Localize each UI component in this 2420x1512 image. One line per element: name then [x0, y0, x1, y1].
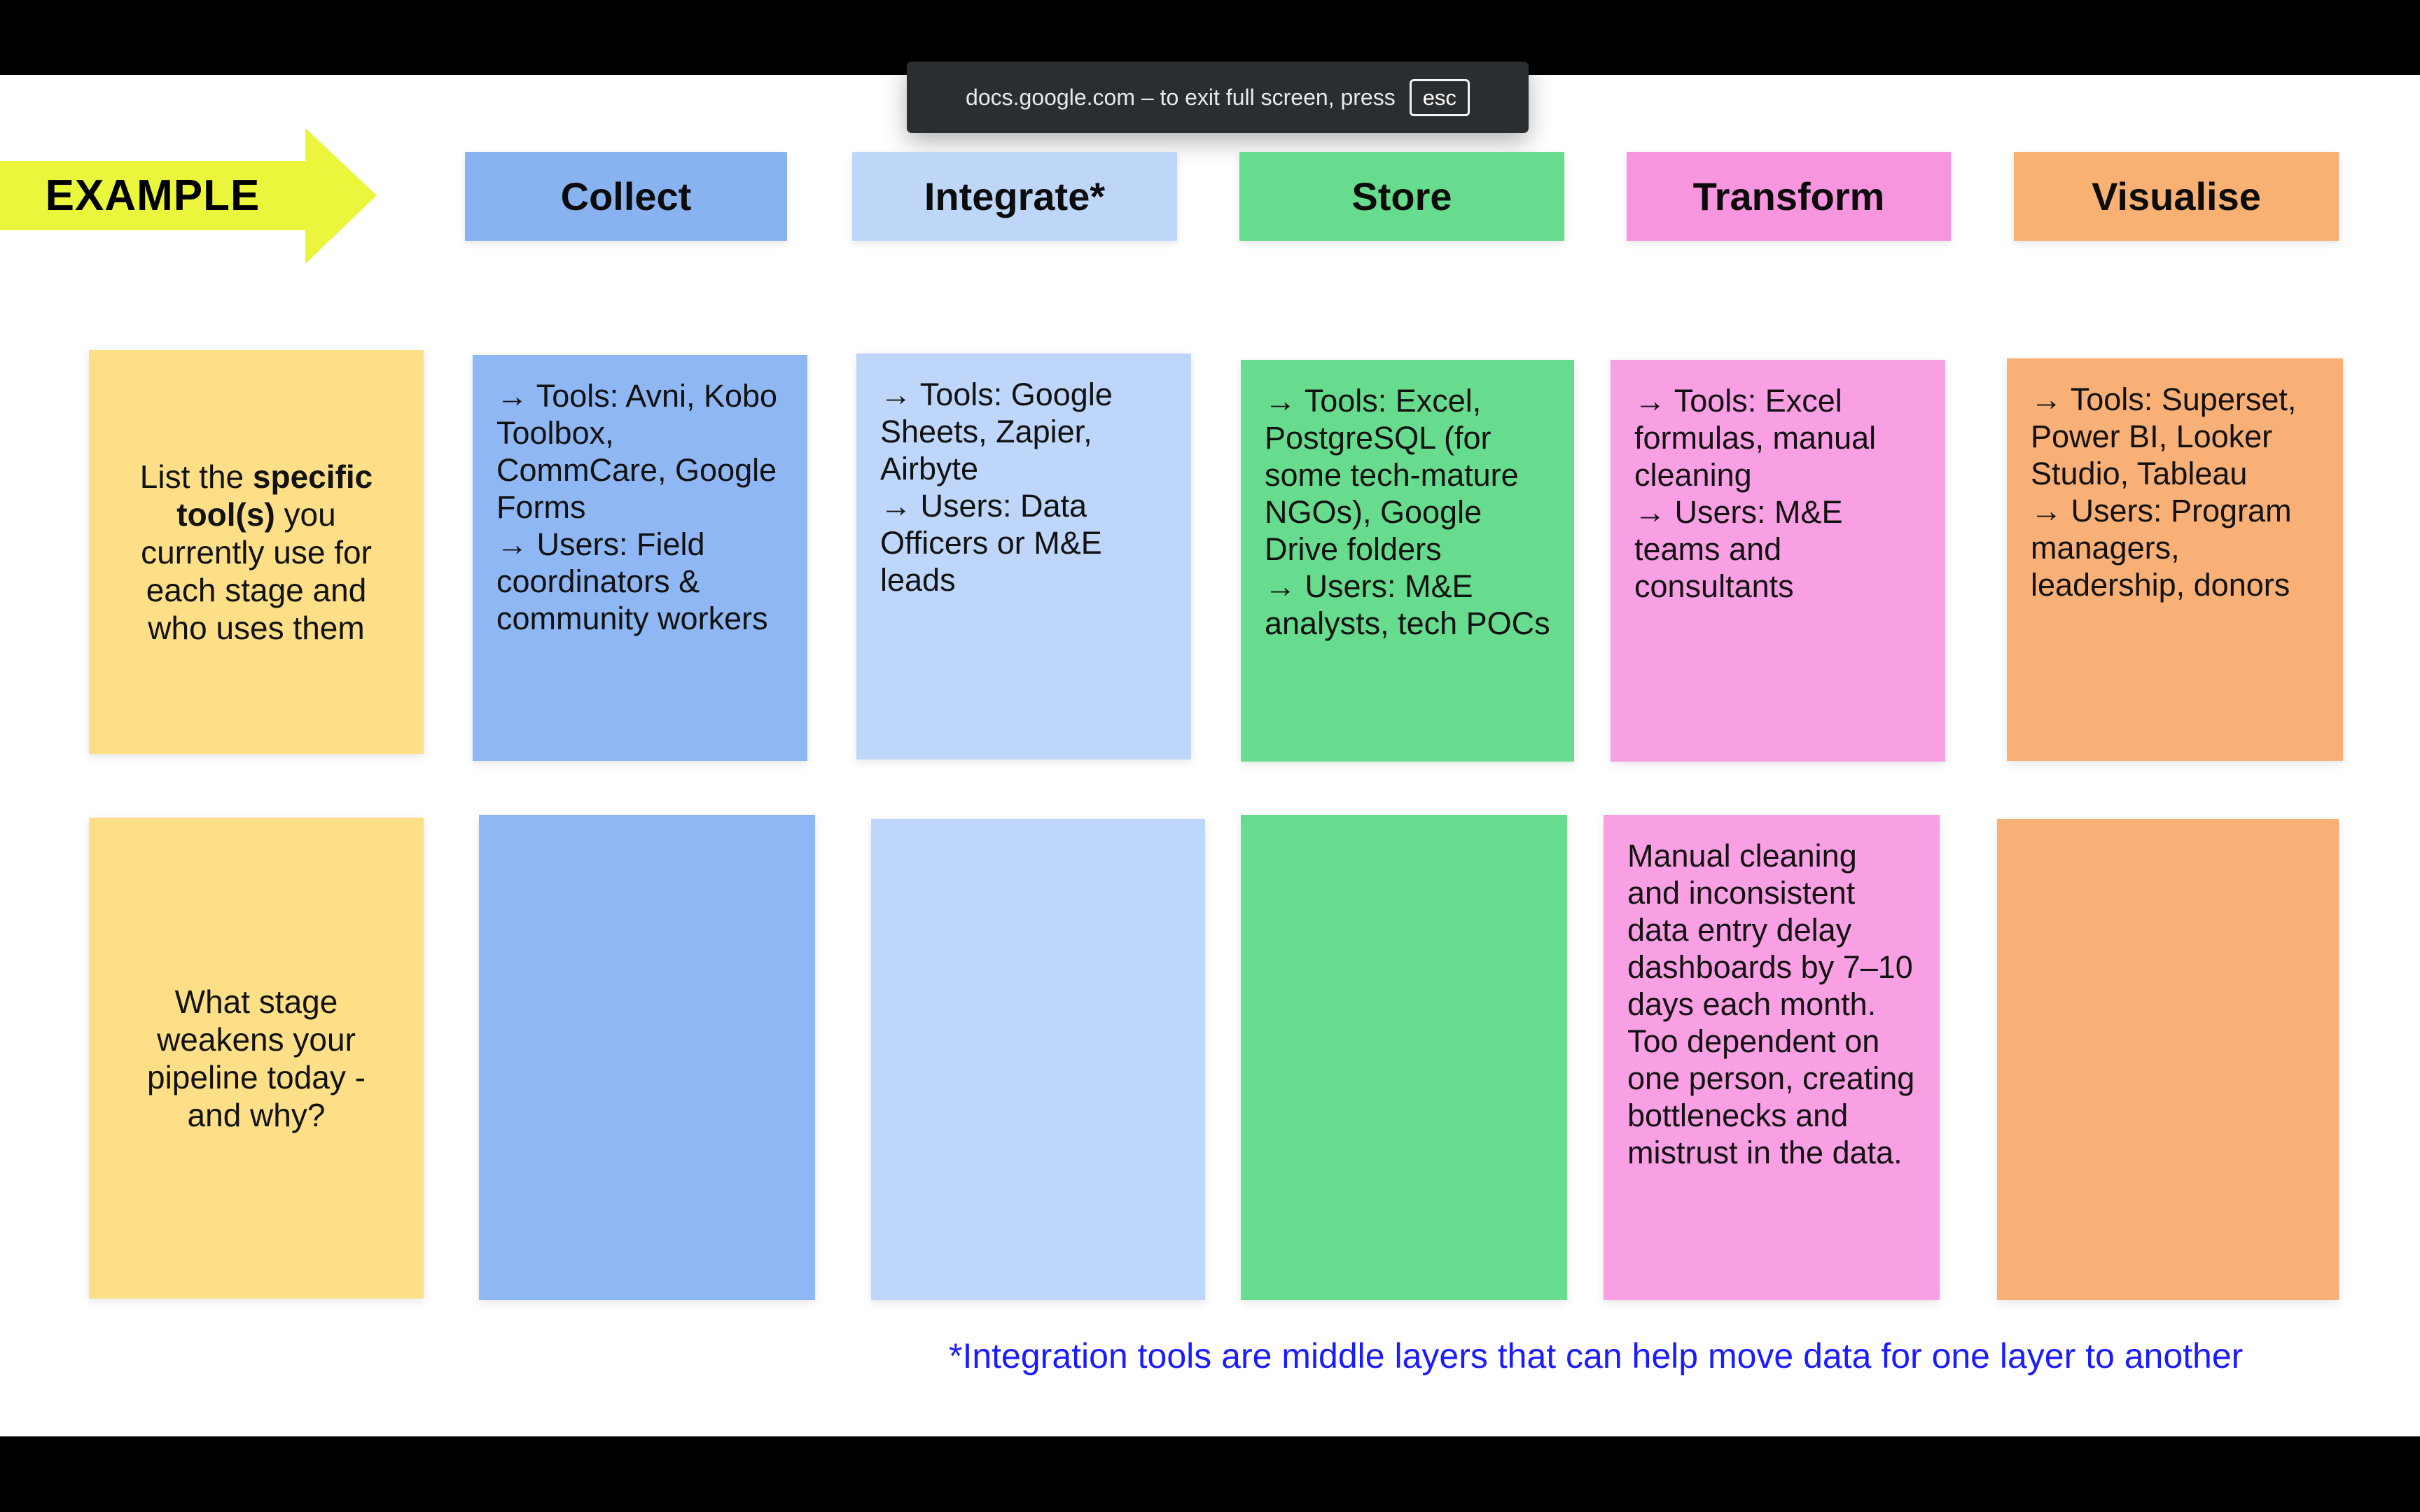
esc-key-hint: esc	[1409, 78, 1470, 116]
note-collect-weakness	[479, 815, 815, 1300]
note-prompt-tools: List the specific tool(s) you currently …	[89, 350, 424, 754]
prompt-tools-text: List the specific tool(s) you currently …	[117, 458, 396, 647]
note-collect-tools: → Tools: Avni, Kobo Toolbox, CommCare, G…	[473, 355, 807, 761]
note-integrate-weakness	[871, 819, 1205, 1300]
example-arrow: EXAMPLE	[0, 128, 377, 264]
integration-footnote: *Integration tools are middle layers tha…	[949, 1336, 2244, 1376]
fullscreen-toast-message: docs.google.com – to exit full screen, p…	[966, 84, 1396, 110]
header-visualise: Visualise	[2014, 152, 2339, 241]
prompt-tools-prefix: List the	[139, 458, 253, 495]
header-transform: Transform	[1627, 152, 1951, 241]
example-arrow-label: EXAMPLE	[45, 172, 260, 220]
note-transform-weakness: Manual cleaning and inconsistent data en…	[1604, 815, 1940, 1300]
prompt-tools-suffix: you currently use for each stage and who…	[141, 496, 372, 646]
prompt-tools-bold: specific tool(s)	[176, 458, 373, 533]
letterbox-bottom	[0, 1436, 2420, 1512]
note-store-weakness	[1241, 815, 1567, 1300]
note-transform-tools: → Tools: Excel formulas, manual cleaning…	[1611, 360, 1945, 762]
note-store-tools: → Tools: Excel, PostgreSQL (for some tec…	[1241, 360, 1574, 762]
header-integrate: Integrate*	[852, 152, 1177, 241]
note-visualise-weakness	[1997, 819, 2339, 1300]
note-prompt-weakness: What stage weakens your pipeline today -…	[89, 818, 424, 1298]
fullscreen-toast: docs.google.com – to exit full screen, p…	[907, 62, 1529, 133]
header-store: Store	[1239, 152, 1564, 241]
note-visualise-tools: → Tools: Superset, Power BI, Looker Stud…	[2007, 358, 2343, 761]
note-integrate-tools: → Tools: Google Sheets, Zapier, Airbyte …	[856, 354, 1191, 760]
header-collect: Collect	[465, 152, 787, 241]
